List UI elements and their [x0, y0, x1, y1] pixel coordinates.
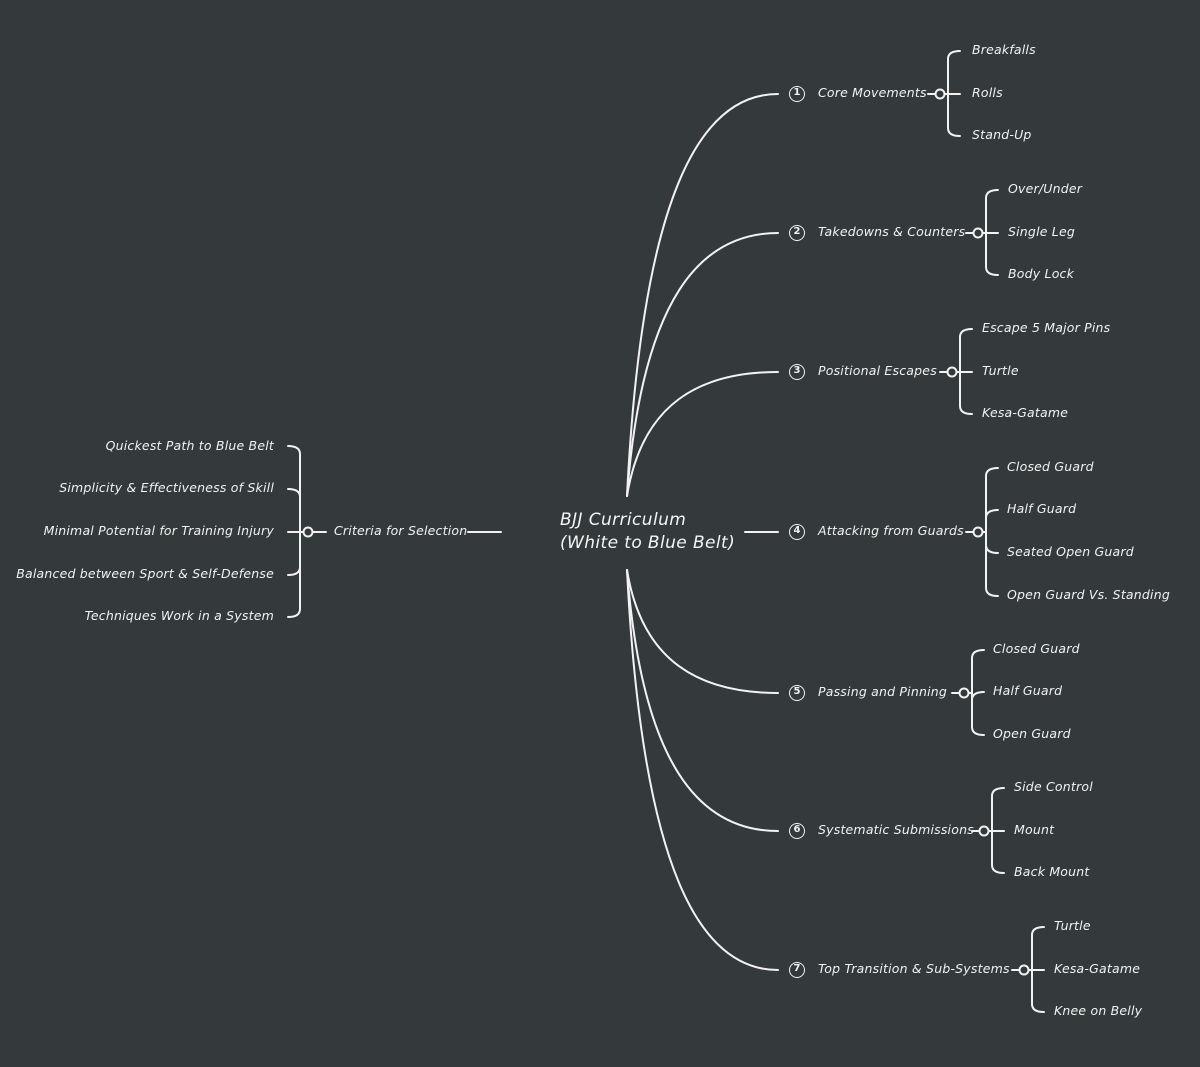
branch-3-child[interactable]: Escape 5 Major Pins — [982, 320, 1111, 335]
branch-brace-4-tail — [985, 467, 999, 533]
branch-2-child[interactable]: Body Lock — [1008, 266, 1075, 281]
branch-brace-1-tail — [947, 93, 961, 137]
branch-brace-7-tail — [1031, 926, 1045, 971]
branch-number-badge: 1 — [789, 86, 805, 102]
branch-brace-3-ring — [946, 366, 958, 378]
branch-brace-7-ring — [1018, 964, 1030, 976]
branch-brace-4-ring — [972, 526, 984, 538]
branch-brace-3-tail — [959, 371, 973, 415]
branch-brace-5-tail — [971, 649, 985, 694]
root-title-line1: BJJ Curriculum — [560, 510, 687, 530]
branch-6-child[interactable]: Back Mount — [1014, 864, 1090, 879]
branch-connector-5 — [626, 569, 779, 694]
branch-connector-7 — [626, 569, 779, 971]
branch-brace-3-tail — [959, 328, 973, 373]
branch-6-child[interactable]: Side Control — [1014, 779, 1093, 794]
branch-number-badge: 3 — [789, 364, 805, 380]
branch-brace-2-tail — [985, 232, 999, 276]
branch-brace-4-tail — [985, 509, 999, 533]
branch-1-child[interactable]: Stand-Up — [972, 127, 1032, 142]
left-branch-label[interactable]: Criteria for Selection — [334, 523, 468, 538]
branch-7-child[interactable]: Knee on Belly — [1054, 1003, 1143, 1018]
branch-label-1[interactable]: Core Movements — [818, 85, 927, 100]
criteria-brace-tail — [287, 488, 301, 533]
branch-2-child[interactable]: Single Leg — [1008, 224, 1075, 239]
branch-6-child[interactable]: Mount — [1014, 822, 1055, 837]
branch-3-child[interactable]: Kesa-Gatame — [982, 405, 1069, 420]
branch-connector-1 — [626, 93, 779, 497]
branch-label-6[interactable]: Systematic Submissions — [818, 822, 974, 837]
root-node[interactable]: BJJ Curriculum (White to Blue Belt) — [560, 509, 735, 555]
branch-5-child[interactable]: Closed Guard — [993, 641, 1080, 656]
branch-number-badge: 5 — [789, 685, 805, 701]
criteria-item[interactable]: Simplicity & Effectiveness of Skill — [59, 480, 274, 495]
branch-brace-6-tail — [991, 787, 1005, 832]
branch-brace-5-ring — [958, 687, 970, 699]
branch-4-child[interactable]: Seated Open Guard — [1007, 544, 1134, 559]
criteria-brace-tail — [287, 531, 301, 576]
criteria-brace-tail — [287, 445, 301, 533]
branch-number-badge: 6 — [789, 823, 805, 839]
criteria-item[interactable]: Quickest Path to Blue Belt — [105, 438, 274, 453]
branch-brace-1-tail — [947, 50, 961, 95]
root-title-line2: (White to Blue Belt) — [560, 533, 736, 553]
branch-label-4[interactable]: Attacking from Guards — [818, 523, 964, 538]
criteria-item[interactable]: Minimal Potential for Training Injury — [43, 523, 274, 538]
criteria-brace-tail — [287, 531, 301, 618]
branch-brace-2-tail — [985, 189, 999, 234]
branch-3-child[interactable]: Turtle — [982, 363, 1019, 378]
branch-brace-5-tail — [971, 691, 985, 701]
criteria-brace-ring — [302, 526, 314, 538]
branch-label-7[interactable]: Top Transition & Sub-Systems — [818, 961, 1010, 976]
branch-label-3[interactable]: Positional Escapes — [818, 363, 937, 378]
branch-1-child[interactable]: Rolls — [972, 85, 1003, 100]
branch-connector-2 — [626, 232, 779, 497]
branch-5-child[interactable]: Open Guard — [993, 726, 1071, 741]
branch-brace-6-tail — [991, 830, 1005, 874]
branch-5-child[interactable]: Half Guard — [993, 683, 1063, 698]
branch-brace-4-tail — [985, 531, 999, 597]
branch-brace-2-ring — [972, 227, 984, 239]
branch-brace-4-tail — [985, 531, 999, 554]
criteria-item[interactable]: Techniques Work in a System — [84, 608, 274, 623]
branch-number-badge: 4 — [789, 524, 805, 540]
branch-4-child[interactable]: Half Guard — [1007, 501, 1077, 516]
branch-brace-6-ring — [978, 825, 990, 837]
branch-connector-3 — [626, 371, 779, 497]
branch-4-child[interactable]: Closed Guard — [1007, 459, 1094, 474]
branch-7-child[interactable]: Kesa-Gatame — [1054, 961, 1141, 976]
branch-1-child[interactable]: Breakfalls — [972, 42, 1036, 57]
branch-brace-1-ring — [934, 88, 946, 100]
branch-connector-6 — [626, 569, 779, 832]
branch-brace-7-tail — [1031, 969, 1045, 1013]
branch-4-child[interactable]: Open Guard Vs. Standing — [1007, 587, 1170, 602]
branch-label-2[interactable]: Takedowns & Counters — [818, 224, 966, 239]
branch-number-badge: 2 — [789, 225, 805, 241]
criteria-item[interactable]: Balanced between Sport & Self-Defense — [16, 566, 274, 581]
branch-7-child[interactable]: Turtle — [1054, 918, 1091, 933]
branch-number-badge: 7 — [789, 962, 805, 978]
branch-brace-5-tail — [971, 692, 985, 736]
branch-label-5[interactable]: Passing and Pinning — [818, 684, 948, 699]
branch-2-child[interactable]: Over/Under — [1008, 181, 1083, 196]
